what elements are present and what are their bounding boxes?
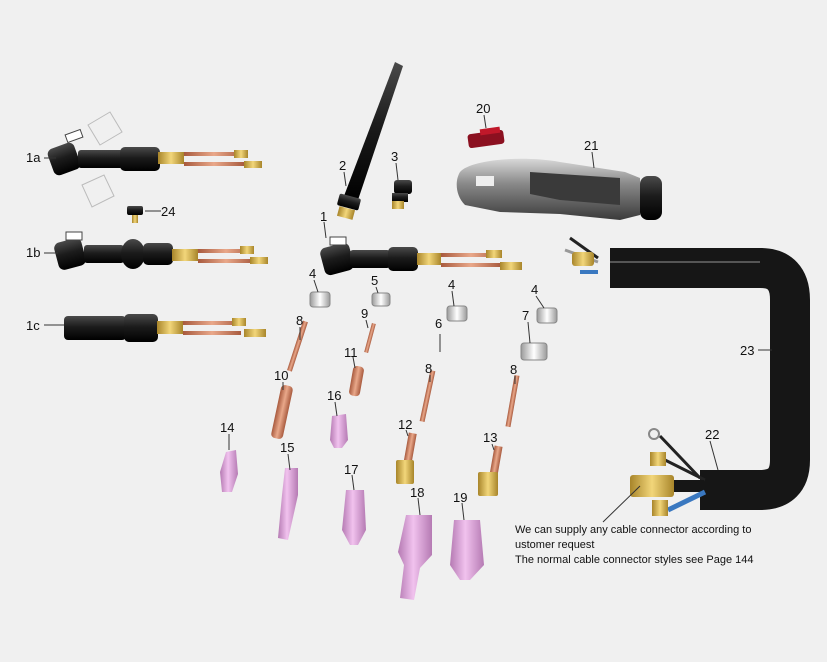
- callout-4-a: 4: [309, 266, 317, 281]
- callout-19: 19: [453, 490, 468, 505]
- torch-body-1b: [54, 231, 268, 270]
- torch-body-1c: [64, 314, 266, 342]
- callout-20: 20: [476, 101, 491, 116]
- part-3-short-cap: [392, 180, 412, 209]
- part-1-torch-body: [320, 236, 522, 276]
- part-22-connector: [630, 428, 707, 516]
- callout-3: 3: [391, 149, 399, 164]
- callout-1c: 1c: [26, 318, 40, 333]
- callout-24: 24: [161, 204, 176, 219]
- electrodes: [287, 320, 520, 428]
- callout-1: 1: [320, 209, 328, 224]
- callout-12: 12: [398, 417, 413, 432]
- collet-bodies: [396, 432, 503, 496]
- collets: [271, 365, 364, 439]
- note-line-2: ustomer request: [515, 539, 595, 551]
- ceramic-nozzles: [220, 414, 484, 600]
- callout-5: 5: [371, 273, 379, 288]
- part-2-back-cap: [336, 62, 403, 220]
- callout-1b: 1b: [26, 245, 41, 260]
- callout-17: 17: [344, 462, 359, 477]
- insulators: [309, 291, 558, 361]
- callout-15: 15: [280, 440, 295, 455]
- callout-4-b: 4: [448, 277, 456, 292]
- callout-1a: 1a: [26, 150, 41, 165]
- callout-22: 22: [705, 427, 720, 442]
- callout-23: 23: [740, 343, 755, 358]
- part-24-valve: [127, 206, 143, 223]
- cable-connector-note: We can supply any cable connector accord…: [515, 523, 753, 568]
- callout-2: 2: [339, 158, 347, 173]
- callout-13: 13: [483, 430, 498, 445]
- callout-9: 9: [361, 306, 369, 321]
- callout-8-c: 8: [510, 362, 518, 377]
- callout-7: 7: [522, 308, 530, 323]
- callout-21: 21: [584, 138, 599, 153]
- callout-11: 11: [344, 345, 358, 360]
- callout-10: 10: [274, 368, 289, 383]
- note-line-1: We can supply any cable connector accord…: [515, 524, 752, 536]
- callout-18: 18: [410, 485, 425, 500]
- callout-16: 16: [327, 388, 342, 403]
- callout-6: 6: [435, 316, 443, 331]
- part-20-switch: [467, 126, 505, 149]
- part-21-handle: [456, 158, 662, 220]
- note-line-3: The normal cable connector styles see Pa…: [515, 554, 754, 566]
- torch-body-1a: [47, 111, 262, 208]
- leader-lines: [44, 114, 772, 523]
- callout-4-c: 4: [531, 282, 539, 297]
- callout-8-a: 8: [296, 313, 304, 328]
- callout-8-b: 8: [425, 361, 433, 376]
- callout-14: 14: [220, 420, 235, 435]
- part-23-cable: [564, 236, 810, 510]
